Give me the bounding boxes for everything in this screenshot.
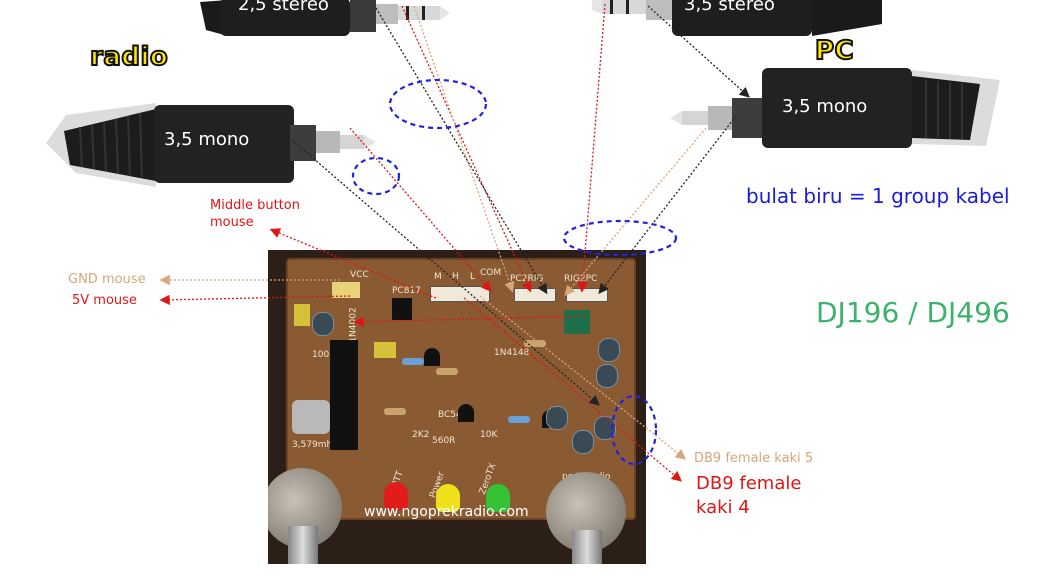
- pc-heading: PC: [814, 35, 855, 67]
- silk-2k2: 2K2: [412, 430, 430, 440]
- capacitor-2: [598, 338, 620, 362]
- plug-pc-graphic: [670, 68, 1000, 148]
- header-pins-rig: [566, 288, 608, 302]
- silk-1n4148: 1N4148: [494, 348, 530, 358]
- header-pins-pc: [514, 288, 556, 302]
- silk-vcc: VCC: [350, 270, 369, 280]
- plug-pc-label: 3,5 mono: [782, 96, 868, 117]
- wire-stereo35-red: [577, 3, 606, 293]
- resistor-5: [524, 340, 546, 347]
- silk-10k: 10K: [480, 430, 498, 440]
- model-label: DJ196 / DJ496: [816, 296, 1010, 329]
- db9-pin4-label-2: kaki 4: [696, 497, 750, 518]
- capacitor-3: [596, 364, 618, 388]
- middle-button-label-2: mouse: [210, 215, 254, 230]
- potentiometer-left-shaft: [288, 526, 318, 564]
- led-green: [486, 484, 510, 512]
- silk-bc547: BC547: [438, 410, 468, 420]
- yellow-cap-2: [374, 342, 396, 358]
- wire-stereo25-tan: [413, 5, 515, 293]
- led-yellow: [436, 484, 460, 512]
- group-circle-top: [388, 78, 488, 130]
- crystal: [292, 400, 330, 434]
- silk-h: H: [452, 272, 459, 282]
- plug-3-5-stereo: 3,5 stereo: [592, 0, 882, 40]
- db9-pin4-label-1: DB9 female: [696, 473, 802, 494]
- silk-m: M: [434, 272, 442, 282]
- five-v-mouse-label: 5V mouse: [72, 293, 137, 308]
- resistor-3: [508, 416, 530, 423]
- plug-3-5-stereo-label: 3,5 stereo: [684, 0, 775, 15]
- group-legend-note: bulat biru = 1 group kabel: [746, 184, 1010, 208]
- silk-1n4002: 1N4002: [348, 307, 359, 343]
- header-pins-mouse: [430, 286, 490, 302]
- capacitor-5: [572, 430, 594, 454]
- ic-main: [330, 340, 358, 450]
- website-watermark: www.ngoprekradio.com: [364, 504, 529, 520]
- plug-pc-3-5-mono: 3,5 mono: [670, 40, 1000, 150]
- radio-heading: radio: [89, 41, 169, 73]
- transistor-2: [458, 404, 474, 422]
- silk-pc817: PC817: [392, 286, 421, 296]
- capacitor-4: [546, 406, 568, 430]
- silk-pc2rig: PC2RIG: [510, 274, 544, 284]
- resistor-1: [402, 358, 424, 365]
- led-red: [384, 482, 408, 510]
- gnd-mouse-label: GND mouse: [68, 272, 146, 287]
- plug-2-5-stereo: 2,5 stereo: [200, 0, 450, 40]
- capacitor-6: [594, 416, 616, 440]
- silk-crystal: 3,579mhz: [292, 440, 337, 450]
- middle-button-label-1: Middle button: [210, 198, 300, 213]
- transistor-1: [424, 348, 440, 366]
- resistor-4: [384, 408, 406, 415]
- silk-com: COM: [480, 268, 502, 278]
- plug-radio-3-5-mono: 3,5 mono: [46, 95, 376, 195]
- yellow-cap-1: [294, 304, 310, 326]
- resistor-2: [436, 368, 458, 375]
- silk-560r: 560R: [432, 436, 456, 446]
- optocoupler: [392, 298, 412, 320]
- silk-l: L: [470, 272, 476, 282]
- plug-radio-label: 3,5 mono: [164, 129, 250, 150]
- capacitor-1: [312, 312, 334, 336]
- relay-green: [564, 310, 590, 334]
- wire-stereo25-red: [401, 5, 532, 293]
- silk-rig2pc: RIG2PC: [564, 274, 598, 284]
- pcb-photo: VCC M H L COM PC2RIG RIG2PC PC817 1N4002…: [268, 250, 646, 564]
- db9-pin5-label: DB9 female kaki 5: [694, 451, 814, 466]
- plug-2-5-stereo-label: 2,5 stereo: [238, 0, 329, 15]
- potentiometer-right-shaft: [572, 530, 602, 564]
- header-pins-left: [332, 282, 360, 298]
